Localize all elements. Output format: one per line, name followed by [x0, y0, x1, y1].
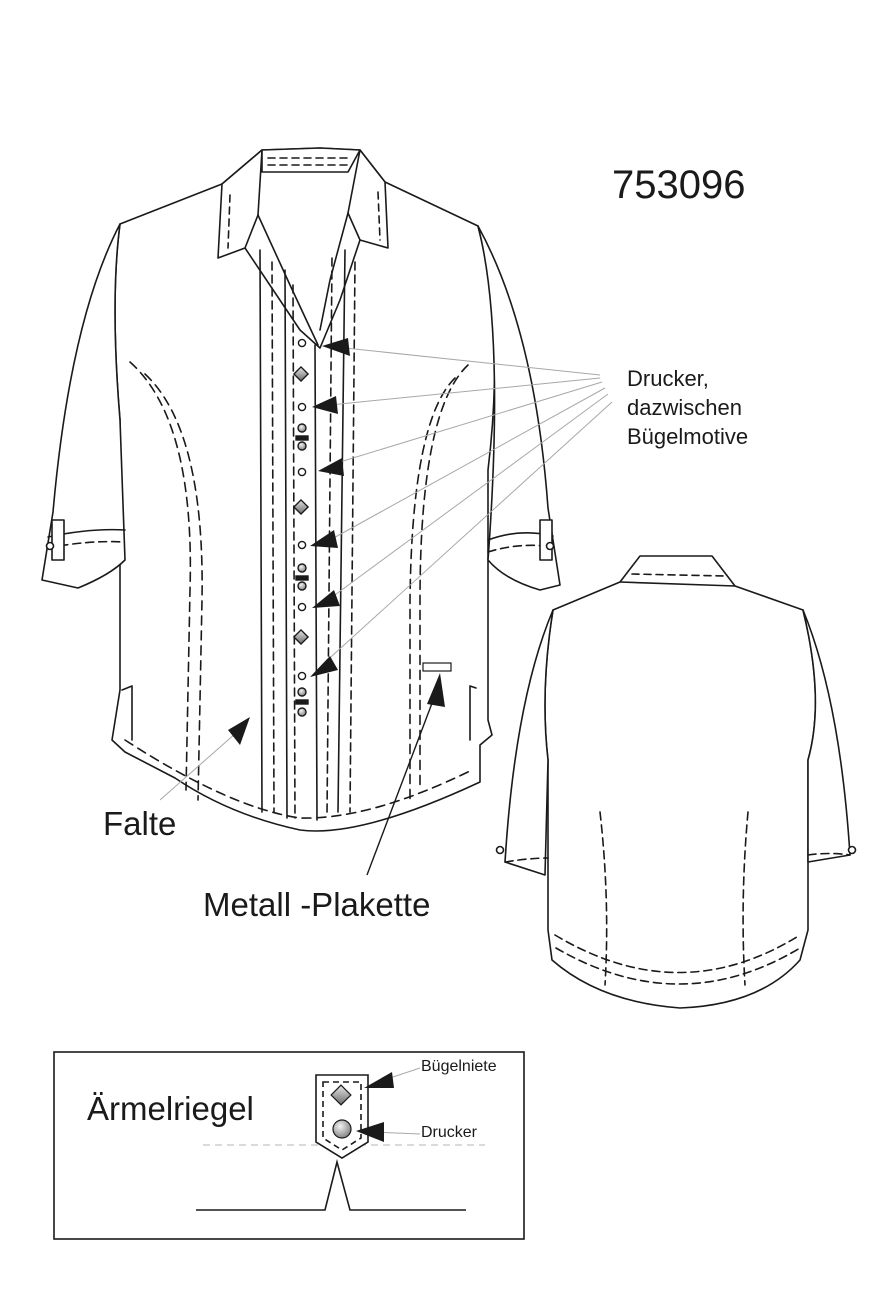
drucker-arrow — [356, 1122, 384, 1142]
snap — [297, 602, 307, 612]
falte-label: Falte — [103, 805, 177, 842]
buegelniete-label: Bügelniete — [421, 1058, 497, 1075]
falte-leader — [159, 732, 237, 801]
snap — [297, 402, 307, 412]
falte-arrow — [228, 717, 250, 745]
snap — [297, 467, 307, 477]
drucker-line-2: dazwischen — [627, 395, 742, 420]
stud — [297, 687, 307, 697]
drucker-line-3: Bügelmotive — [627, 424, 749, 449]
stud — [297, 707, 307, 717]
snap — [297, 338, 307, 348]
diamond-motif — [292, 628, 310, 646]
back-left-sleeve — [504, 609, 554, 876]
front-view — [41, 147, 561, 832]
snap — [297, 540, 307, 550]
metall-plakette-label: Metall -Plakette — [203, 886, 431, 923]
drucker-line-1: Drucker, — [627, 366, 709, 391]
metal-plate — [422, 662, 452, 672]
snap — [297, 671, 307, 681]
diamond-motif — [292, 365, 310, 383]
front-left-sleeve — [41, 223, 126, 589]
article-number: 753096 — [612, 163, 746, 207]
front-body-outline — [111, 147, 496, 832]
front-snaps — [292, 338, 310, 717]
buegelniete-arrow — [364, 1072, 394, 1088]
buegelniete-diamond — [330, 1084, 352, 1106]
plakette-arrow — [427, 673, 445, 707]
stud — [297, 423, 307, 433]
back-body-outline — [544, 555, 817, 1009]
back-view — [495, 555, 857, 1009]
detail-box — [53, 1051, 525, 1240]
stud — [297, 563, 307, 573]
cuff-tab — [315, 1074, 369, 1159]
drucker-label: Drucker — [421, 1124, 478, 1141]
drucker-snap — [332, 1119, 352, 1139]
drucker-arrows — [310, 338, 350, 677]
diamond-motif — [292, 498, 310, 516]
front-right-sleeve — [477, 225, 561, 591]
stud — [297, 581, 307, 591]
stud — [297, 441, 307, 451]
plakette-leader — [366, 689, 438, 876]
aermelriegel-title: Ärmelriegel — [87, 1090, 254, 1127]
drucker-leader-lines — [321, 347, 613, 666]
